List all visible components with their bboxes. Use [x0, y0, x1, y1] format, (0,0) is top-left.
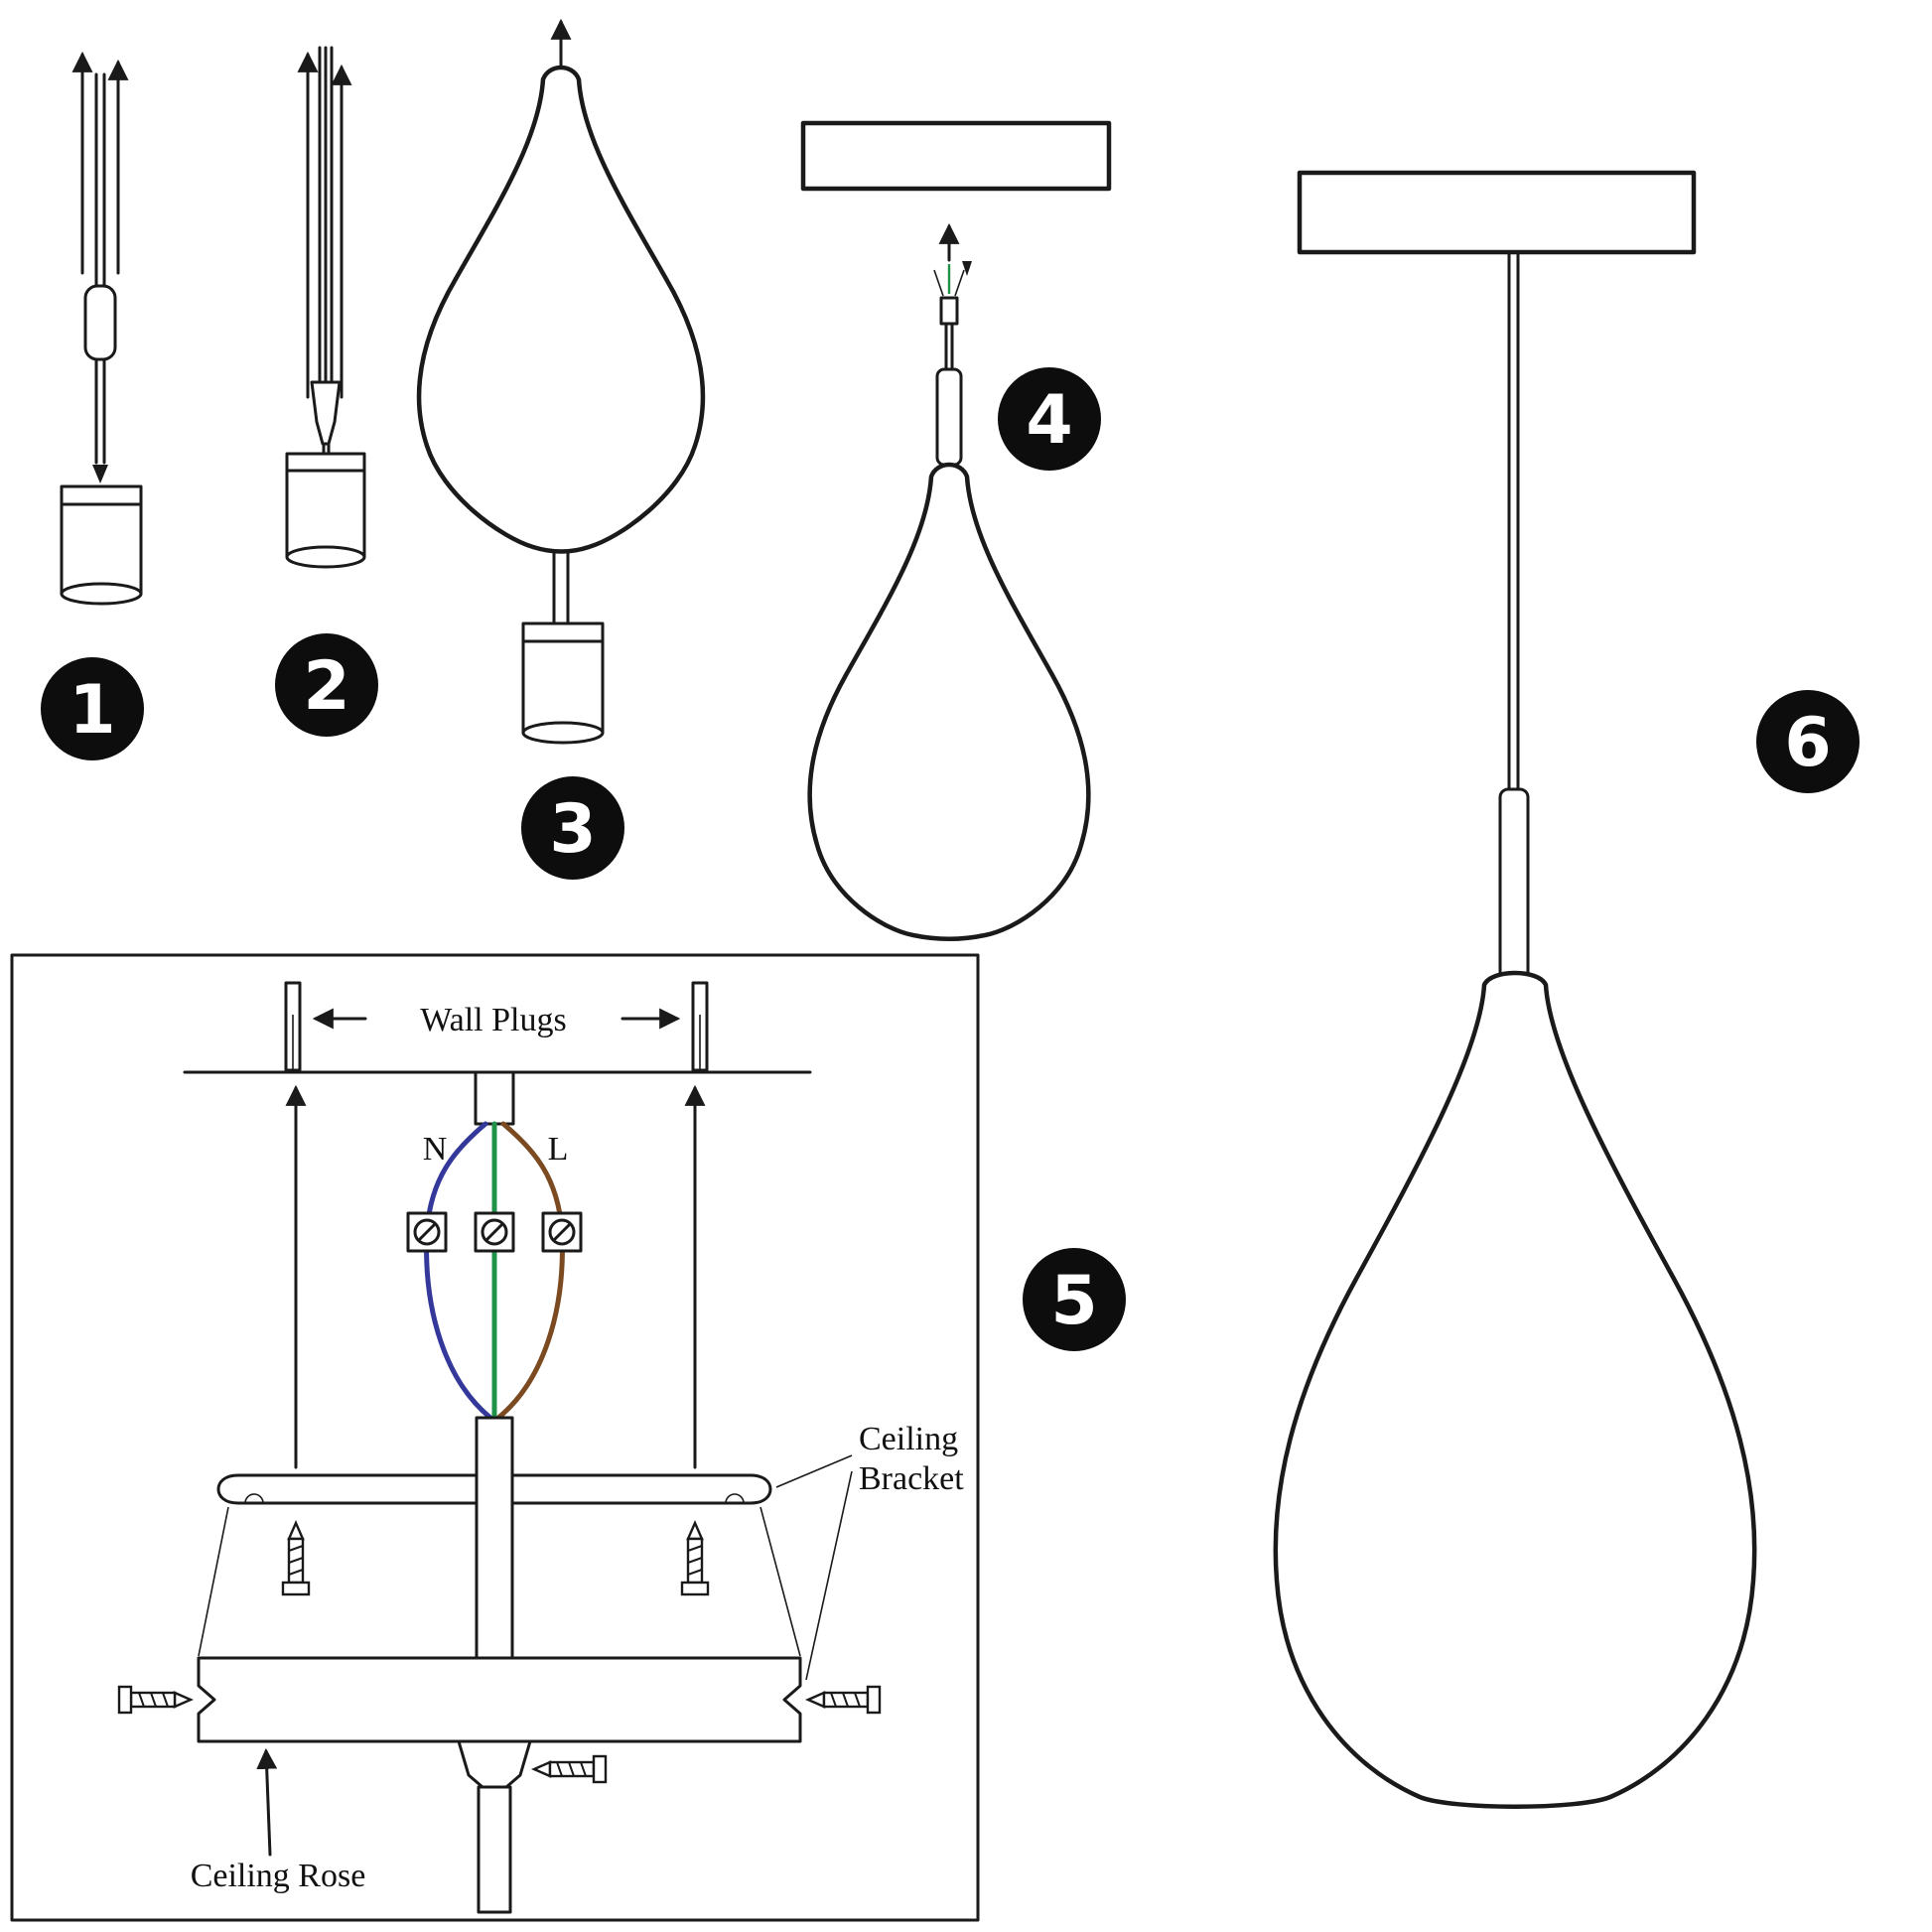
teardrop-shade: [807, 462, 1091, 941]
bracket-slot: [725, 1493, 745, 1504]
terminal-block-neutral: [406, 1211, 448, 1253]
step-2-number: 2: [303, 647, 349, 726]
step6-finished-pendant: 6: [1273, 170, 1860, 1809]
stripped-wire: [954, 269, 965, 297]
ceiling-plate: [1297, 170, 1697, 255]
teardrop-shade: [1273, 970, 1757, 1809]
step-3-number: 3: [549, 790, 596, 869]
lamp-holder-base: [60, 582, 143, 606]
step4-pendant-to-plate: 4: [800, 120, 1112, 941]
step-4-badge: [998, 367, 1101, 471]
step-1-badge: [41, 657, 144, 760]
terminal-block-live: [541, 1211, 583, 1253]
step5-wiring-diagram: Wall Plugs N L: [10, 953, 1126, 1922]
lamp-holder: [60, 484, 143, 596]
label-pointer-line: [805, 1470, 853, 1681]
mains-cable: [474, 1070, 515, 1126]
cord-grip: [935, 367, 963, 467]
step-4-number: 4: [1026, 381, 1072, 460]
down-arrow-icon: [962, 261, 972, 276]
step-6-number: 6: [1784, 704, 1831, 782]
ceiling-bracket-label-line1: Ceiling: [859, 1421, 958, 1457]
guide-line: [198, 1506, 229, 1657]
guide-line: [759, 1506, 801, 1657]
step-6-badge: [1756, 690, 1860, 793]
neutral-label: N: [423, 1131, 448, 1168]
lamp-holder-base: [285, 545, 366, 569]
teardrop-shade: [416, 65, 706, 554]
bracket-slot: [244, 1493, 264, 1504]
threaded-rod: [475, 1416, 514, 1660]
step2-cordgrip-and-lampholder: 2: [275, 46, 378, 737]
stripped-wire: [933, 269, 944, 297]
ceiling-plate: [800, 120, 1112, 192]
step-5-number: 5: [1050, 1262, 1097, 1340]
ceiling-bracket-label-line2: Bracket: [859, 1460, 964, 1497]
ceiling-rose-label: Ceiling Rose: [191, 1858, 366, 1894]
step-2-badge: [275, 633, 378, 737]
step1-cord-and-lampholder: 1: [41, 51, 144, 760]
pendant-rod: [477, 1785, 512, 1914]
down-arrow-icon: [92, 465, 108, 483]
live-label: L: [548, 1131, 569, 1168]
cord-grip: [310, 380, 342, 446]
terminal-block-earth: [474, 1211, 515, 1253]
wall-plugs-label: Wall Plugs: [420, 1002, 566, 1038]
lamp-holder-base: [521, 721, 605, 745]
step-5-badge: [1023, 1248, 1126, 1351]
label-pointer-line: [775, 1454, 853, 1488]
step-3-badge: [521, 776, 624, 880]
step-1-number: 1: [69, 671, 115, 750]
cord-grip: [1498, 787, 1530, 982]
up-arrow-icon: [256, 1747, 278, 1857]
step3-shade-onto-holder: 3: [416, 18, 706, 880]
cord-connector: [83, 284, 117, 361]
ceiling-rose: [197, 1656, 802, 1743]
cord-ferrule: [939, 296, 959, 326]
